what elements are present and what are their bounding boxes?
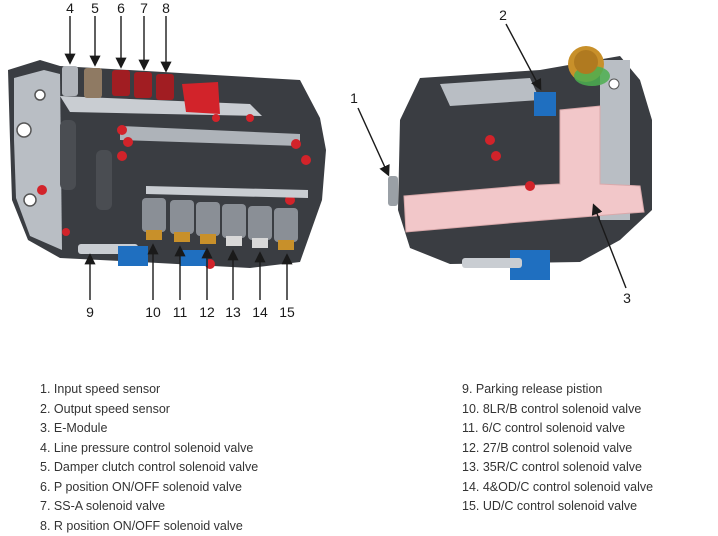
right-valve-body-illustration xyxy=(388,46,652,280)
callout-12: 12 xyxy=(199,304,215,320)
callout-3: 3 xyxy=(623,290,631,306)
legend-item: 8. R position ON/OFF solenoid valve xyxy=(40,517,258,536)
legend-item: 1. Input speed sensor xyxy=(40,380,258,400)
callout-7: 7 xyxy=(140,0,148,16)
legend-item: 7. SS-A solenoid valve xyxy=(40,497,258,517)
legend-item: 3. E-Module xyxy=(40,419,258,439)
legend-item: 14. 4&OD/C control solenoid valve xyxy=(462,478,653,498)
callout-8: 8 xyxy=(162,0,170,16)
legend-right-column: 9. Parking release pistion 10. 8LR/B con… xyxy=(462,380,653,517)
callout-10: 10 xyxy=(145,304,161,320)
callout-13: 13 xyxy=(225,304,241,320)
legend-item: 4. Line pressure control solenoid valve xyxy=(40,439,258,459)
callout-4: 4 xyxy=(66,0,74,16)
callout-6: 6 xyxy=(117,0,125,16)
legend-item: 11. 6/C control solenoid valve xyxy=(462,419,653,439)
callout-14: 14 xyxy=(252,304,268,320)
callout-9: 9 xyxy=(86,304,94,320)
left-valve-body-illustration xyxy=(8,60,326,269)
legend-item: 6. P position ON/OFF solenoid valve xyxy=(40,478,258,498)
callout-15: 15 xyxy=(279,304,295,320)
legend-item: 10. 8LR/B control solenoid valve xyxy=(462,400,653,420)
callout-11: 11 xyxy=(173,304,188,320)
legend-left-column: 1. Input speed sensor 2. Output speed se… xyxy=(40,380,258,536)
callout-5: 5 xyxy=(91,0,99,16)
legend-item: 13. 35R/C control solenoid valve xyxy=(462,458,653,478)
legend-item: 9. Parking release pistion xyxy=(462,380,653,400)
valve-body-diagram: 4 5 6 7 8 9 10 11 12 13 14 15 1 2 3 xyxy=(0,0,718,330)
legend-item: 12. 27/B control solenoid valve xyxy=(462,439,653,459)
legend-item: 15. UD/C control solenoid valve xyxy=(462,497,653,517)
callout-1: 1 xyxy=(350,90,358,106)
callout-2: 2 xyxy=(499,7,507,23)
legend-item: 2. Output speed sensor xyxy=(40,400,258,420)
legend-item: 5. Damper clutch control solenoid valve xyxy=(40,458,258,478)
